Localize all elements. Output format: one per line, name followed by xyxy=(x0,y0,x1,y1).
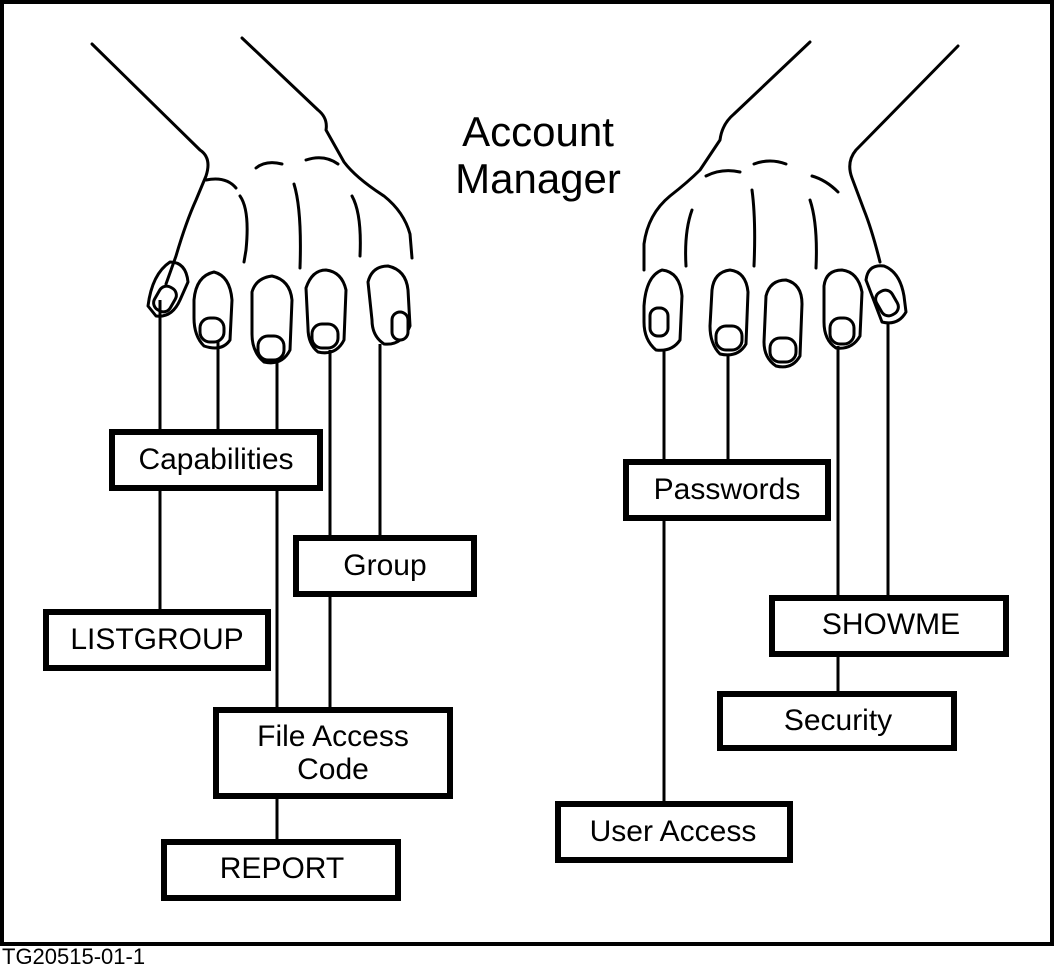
left-hand-icon xyxy=(90,36,414,365)
label-passwords: Passwords xyxy=(654,473,801,506)
box-security: Security xyxy=(717,691,957,751)
right-hand-nails xyxy=(648,288,900,364)
label-user-access: User Access xyxy=(590,815,757,848)
box-report: REPORT xyxy=(161,839,401,901)
label-group: Group xyxy=(343,549,426,582)
box-file-access-code: File Access Code xyxy=(213,707,453,799)
box-listgroup: LISTGROUP xyxy=(43,609,271,671)
box-user-access: User Access xyxy=(555,801,793,863)
label-file-access-line-1: File Access xyxy=(257,720,409,753)
box-group: Group xyxy=(293,535,477,597)
box-passwords: Passwords xyxy=(623,459,831,521)
box-capabilities: Capabilities xyxy=(109,429,323,491)
title-line-1: Account xyxy=(462,108,614,155)
figure-id: TG20515-01-1 xyxy=(2,944,145,968)
label-report: REPORT xyxy=(220,852,344,885)
diagram-frame xyxy=(0,0,1054,946)
right-hand-icon xyxy=(642,40,960,369)
label-capabilities: Capabilities xyxy=(138,443,293,476)
label-showme: SHOWME xyxy=(822,608,960,641)
label-security: Security xyxy=(784,704,892,737)
box-showme: SHOWME xyxy=(769,595,1009,657)
label-file-access-line-2: Code xyxy=(297,753,369,786)
left-hand-nails xyxy=(152,284,410,362)
label-listgroup: LISTGROUP xyxy=(70,623,243,656)
title-line-2: Manager xyxy=(455,155,621,202)
